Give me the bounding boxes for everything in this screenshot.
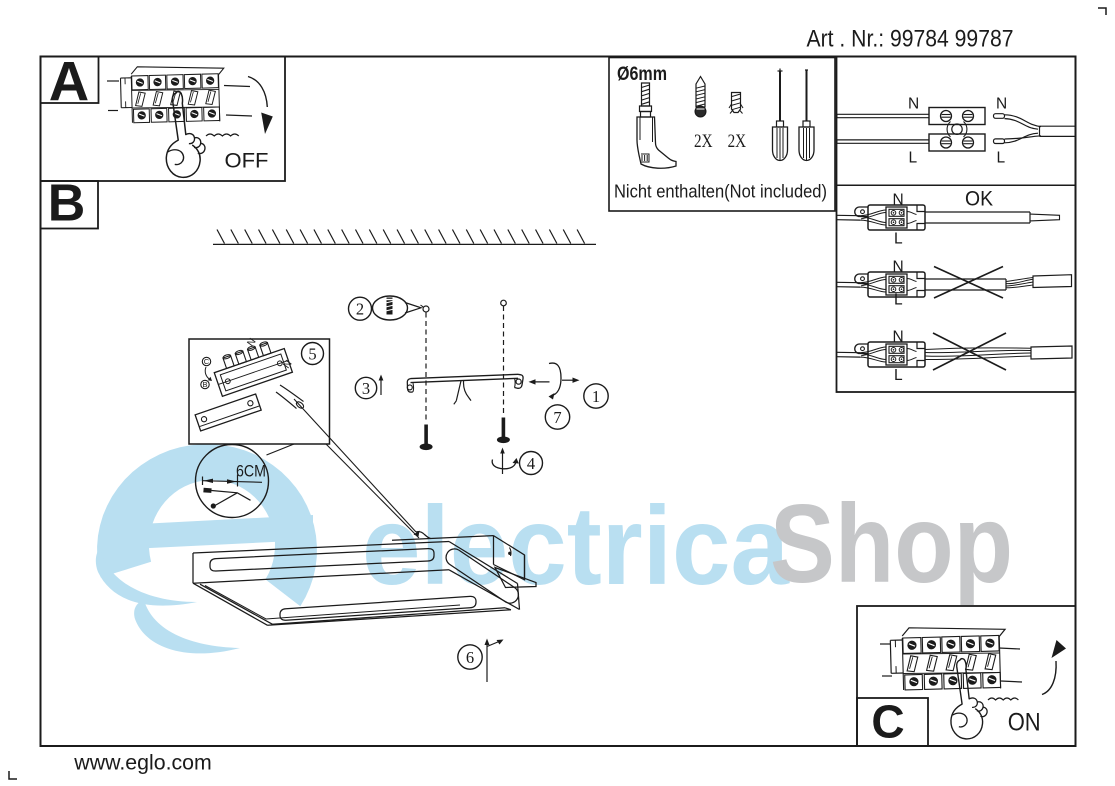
svg-text:B: B [48, 175, 86, 233]
svg-text:Art . Nr.: 99784 99787: Art . Nr.: 99784 99787 [807, 26, 1014, 53]
svg-text:L: L [894, 367, 903, 384]
svg-text:Nicht enthalten(Not included): Nicht enthalten(Not included) [614, 181, 827, 202]
svg-text:N: N [281, 358, 294, 370]
svg-text:6CM: 6CM [236, 463, 266, 481]
svg-text:Shop: Shop [770, 481, 1013, 606]
svg-text:N: N [908, 96, 919, 113]
svg-text:Ø6mm: Ø6mm [617, 63, 667, 85]
svg-text:3: 3 [362, 379, 370, 398]
svg-text:OK: OK [965, 188, 993, 211]
svg-text:C: C [204, 357, 210, 366]
svg-text:5: 5 [308, 344, 316, 363]
svg-text:B: B [202, 380, 207, 389]
svg-text:N: N [996, 96, 1007, 113]
svg-text:N: N [893, 258, 904, 275]
svg-text:ON: ON [1008, 709, 1041, 737]
svg-text:A: A [49, 50, 89, 113]
svg-text:www.eglo.com: www.eglo.com [73, 752, 212, 775]
svg-text:2X: 2X [694, 131, 713, 152]
svg-text:7: 7 [553, 408, 561, 427]
svg-text:6: 6 [466, 648, 474, 667]
svg-text:C: C [871, 696, 904, 748]
svg-text:OFF: OFF [225, 149, 269, 173]
svg-text:N: N [893, 328, 904, 345]
svg-text:L: L [894, 292, 903, 309]
svg-text:2: 2 [356, 299, 364, 318]
svg-text:L: L [997, 150, 1006, 167]
svg-text:L: L [894, 231, 903, 248]
svg-text:1: 1 [592, 387, 600, 406]
svg-text:electrica: electrica [362, 483, 790, 608]
svg-text:L: L [909, 150, 918, 167]
svg-text:4: 4 [527, 454, 535, 473]
svg-text:N: N [893, 191, 904, 208]
svg-text:2X: 2X [728, 131, 747, 152]
